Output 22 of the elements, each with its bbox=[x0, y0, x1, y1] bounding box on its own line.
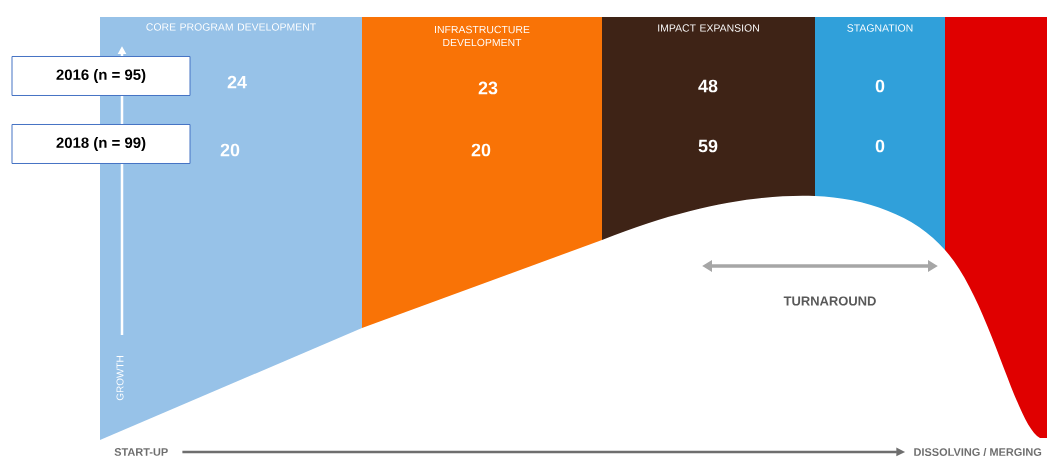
year-box: 2016 (n = 95) bbox=[11, 56, 191, 96]
stage-band bbox=[602, 17, 815, 240]
axis-end-label: START-UP bbox=[114, 448, 168, 456]
year-box: 2018 (n = 99) bbox=[11, 124, 191, 164]
stage-heading: CORE PROGRAM DEVELOPMENT bbox=[146, 23, 316, 31]
count-value: 59 bbox=[698, 139, 718, 153]
count-value: 24 bbox=[227, 75, 247, 89]
count-value: 20 bbox=[471, 143, 491, 157]
count-value: 0 bbox=[875, 139, 885, 153]
count-value: 48 bbox=[698, 79, 718, 93]
stage-heading: STAGNATION bbox=[847, 24, 913, 32]
stage-band bbox=[945, 17, 1047, 438]
axis-label: GROWTH bbox=[116, 356, 124, 401]
axis-end-label: DISSOLVING / MERGING bbox=[914, 447, 1042, 457]
count-value: 0 bbox=[875, 79, 885, 93]
count-value: 20 bbox=[220, 143, 240, 157]
stage-band bbox=[815, 17, 945, 250]
count-value: 23 bbox=[478, 81, 498, 95]
stage-heading: INFRASTRUCTURE DEVELOPMENT bbox=[435, 25, 530, 47]
stage-band bbox=[362, 17, 602, 328]
stage-heading: IMPACT EXPANSION bbox=[658, 24, 759, 32]
phase-label: TURNAROUND bbox=[783, 296, 876, 306]
